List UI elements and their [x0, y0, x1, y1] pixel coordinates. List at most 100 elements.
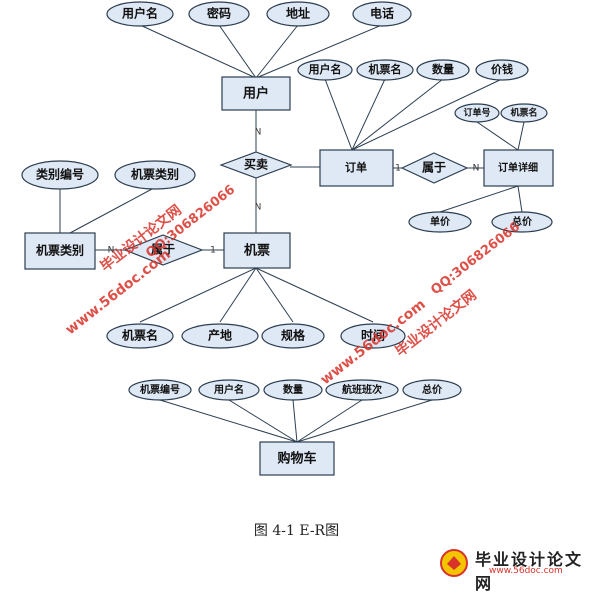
attr-ticket-origin: 产地 [181, 323, 259, 349]
svg-text:机票编号: 机票编号 [140, 383, 180, 396]
edge-order-ticketname [351, 78, 386, 151]
logo-url: www.56doc.com [489, 566, 563, 576]
relation-belongs-order: 属于 [400, 152, 469, 184]
edge-order-qty [351, 78, 444, 151]
logo-icon [440, 549, 468, 577]
entity-user-label: 用户 [242, 86, 269, 102]
edge-user-phone [255, 24, 383, 79]
card-buy-ticket: N [255, 203, 262, 213]
entity-order-label: 订单 [345, 160, 367, 174]
attr-order-qty: 数量 [416, 59, 470, 81]
attr-cat-type: 机票类别 [114, 160, 196, 190]
svg-text:地址: 地址 [286, 6, 310, 21]
attr-cart-flight: 航班班次 [325, 379, 399, 401]
svg-text:机票类别: 机票类别 [131, 167, 179, 182]
entity-order-detail: 订单详细 [483, 149, 554, 187]
attr-detail-ticketname: 机票名 [500, 103, 548, 123]
attr-user-password: 密码 [188, 1, 250, 27]
svg-text:总价: 总价 [512, 215, 533, 228]
entity-cart-box [259, 441, 335, 476]
attr-user-phone: 电话 [352, 1, 412, 27]
edge-ticket-time [255, 267, 374, 323]
relation-belongs-order-shape [400, 152, 469, 184]
attr-cart-qty: 数量 [263, 379, 323, 401]
entity-ticket-category-box [24, 232, 96, 270]
entity-order: 订单 [319, 149, 394, 187]
relation-buy-sell-shape [219, 151, 293, 179]
edge-cart-flight [296, 399, 363, 443]
edge-detail-ticketname [517, 121, 525, 151]
edge-order-price [351, 78, 503, 151]
attr-order-username: 用户名 [297, 59, 353, 81]
svg-text:订单号: 订单号 [463, 107, 490, 119]
svg-text:用户名: 用户名 [213, 383, 244, 396]
svg-text:用户名: 用户名 [121, 6, 158, 21]
svg-text:机票名: 机票名 [122, 328, 158, 343]
card-order-rel: 1 [395, 164, 401, 174]
relation-buy-sell-label: 买卖 [244, 157, 268, 172]
edge-cart-total [296, 399, 433, 443]
edge-cart-username [228, 399, 298, 443]
svg-text:时间: 时间 [361, 328, 385, 343]
card-cat-rel: N [108, 246, 115, 256]
svg-text:产地: 产地 [208, 328, 232, 343]
card-rel-ticket: 1 [210, 246, 216, 256]
attr-cart-username: 用户名 [198, 379, 260, 401]
svg-text:类别编号: 类别编号 [36, 167, 84, 182]
svg-text:单价: 单价 [430, 215, 451, 228]
relation-belongs-ticket: 属于 [123, 234, 204, 266]
entity-order-box [319, 149, 394, 187]
attr-cart-total: 总价 [402, 379, 462, 401]
entity-ticket-category: 机票类别 [24, 232, 96, 270]
edge-user-password [218, 24, 257, 79]
attr-ticket-time: 时间 [340, 323, 406, 349]
relation-buy-sell: 买卖 [219, 151, 293, 179]
edge-cat-type [69, 188, 153, 234]
entity-user: 用户 [221, 76, 291, 111]
entity-user-box [221, 76, 291, 111]
figure-caption: 图 4-1 E-R图 [253, 523, 340, 539]
attr-cart-ticketno: 机票编号 [128, 379, 192, 401]
edge-cart-qty [292, 399, 298, 443]
svg-text:数量: 数量 [283, 383, 303, 396]
edge-order-username [324, 78, 353, 151]
entity-ticket-category-label: 机票类别 [36, 243, 84, 258]
attr-order-ticketname: 机票名 [356, 59, 414, 81]
entity-cart-label: 购物车 [277, 451, 316, 467]
svg-text:机票名: 机票名 [369, 62, 402, 76]
site-logo: 毕业设计论文网 www.56doc.com [437, 546, 587, 593]
entity-ticket-label: 机票 [244, 243, 270, 259]
relation-belongs-ticket-shape [123, 234, 204, 266]
entity-order-detail-label: 订单详细 [498, 161, 538, 174]
svg-text:航班班次: 航班班次 [342, 383, 382, 396]
attr-order-price: 价钱 [475, 59, 529, 81]
attr-detail-unitprice: 单价 [408, 211, 472, 233]
svg-text:数量: 数量 [432, 62, 454, 76]
card-rel-detail: N [473, 164, 480, 174]
edge-user-address [255, 24, 299, 79]
attr-detail-orderno: 订单号 [454, 103, 500, 123]
svg-text:电话: 电话 [370, 6, 394, 21]
svg-text:价钱: 价钱 [491, 62, 513, 76]
edges [59, 24, 525, 443]
attr-user-address: 地址 [266, 1, 330, 27]
svg-text:总价: 总价 [422, 383, 443, 396]
edge-detail-unitprice [439, 185, 519, 213]
relation-belongs-order-label: 属于 [422, 161, 446, 175]
edge-ticket-spec [255, 267, 294, 323]
attr-ticket-name: 机票名 [106, 323, 174, 349]
card-user-buy: N [255, 128, 262, 138]
attr-user-username: 用户名 [106, 1, 174, 27]
edge-ticket-origin [219, 267, 257, 323]
svg-text:密码: 密码 [207, 6, 231, 21]
cardinalities: N N 1 N N 1 [108, 128, 480, 256]
edge-user-username [139, 24, 257, 79]
relation-belongs-ticket-label: 属于 [151, 243, 175, 257]
svg-text:用户名: 用户名 [309, 62, 342, 76]
attr-detail-total: 总价 [491, 211, 553, 233]
entity-order-detail-box [483, 149, 554, 187]
edge-detail-total [517, 185, 523, 213]
edge-cart-ticketno [159, 399, 298, 443]
entity-ticket-box [223, 232, 291, 269]
